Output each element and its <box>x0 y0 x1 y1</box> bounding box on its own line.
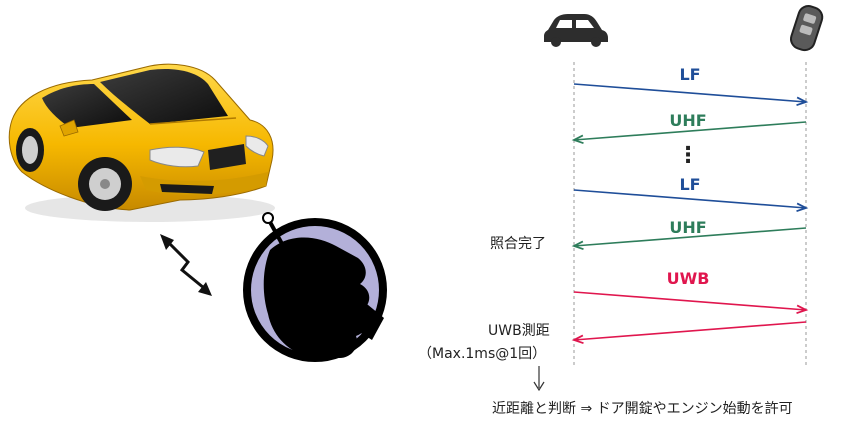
zigzag-signal-icon <box>160 234 212 296</box>
arrowhead-1 <box>796 96 809 107</box>
message-arrow-4 <box>573 227 807 247</box>
ellipsis: ⋮ <box>677 143 699 168</box>
message-label-4: UHF <box>669 218 706 237</box>
key-fob-icon <box>790 5 824 52</box>
message-label-2: UHF <box>669 111 706 130</box>
arrowhead-4 <box>571 240 584 251</box>
car-icon <box>544 14 608 47</box>
message-arrow-1 <box>573 83 807 103</box>
message-label-5: UWB <box>667 269 710 288</box>
message-arrow-5 <box>573 291 807 311</box>
arrowhead-6 <box>571 334 584 345</box>
message-arrow-2 <box>573 121 807 141</box>
hand-with-key-icon <box>243 212 387 362</box>
message-label-3: LF <box>679 175 700 194</box>
message-arrow-6 <box>573 321 807 341</box>
arrowhead-5 <box>796 304 809 315</box>
down-arrow-icon <box>533 366 545 392</box>
arrowhead-2 <box>571 134 584 145</box>
car-illustration <box>8 63 275 222</box>
arrowhead-3 <box>796 202 809 213</box>
uwb-measure-note-line1: UWB測距 <box>488 323 550 339</box>
uwb-measure-note-line2: （Max.1ms@1回） <box>418 346 546 362</box>
match-complete-note: 照合完了 <box>490 236 546 252</box>
message-label-1: LF <box>679 65 700 84</box>
conclusion-note: 近距離と判断 ⇒ ドア開錠やエンジン始動を許可 <box>492 400 793 417</box>
message-arrow-3 <box>573 189 807 209</box>
message-list: LF UHF LF UHF UWB <box>571 65 809 345</box>
